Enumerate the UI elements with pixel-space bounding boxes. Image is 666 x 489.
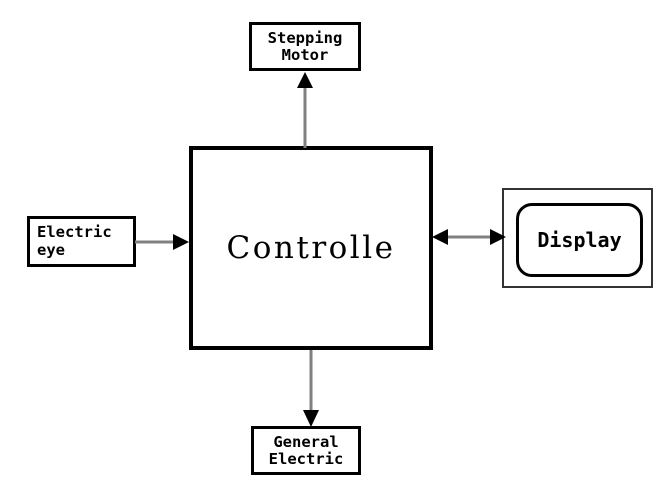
electric-eye-label-line2: eye (37, 240, 65, 259)
connector-electric-eye-to-controller (135, 232, 191, 252)
node-electric-eye[interactable]: Electric eye (27, 216, 136, 267)
general-electric-label-line2: Electric (268, 449, 344, 468)
node-stepping-motor[interactable]: Stepping Motor (249, 22, 361, 71)
connector-controller-display-bidirectional (432, 227, 506, 247)
node-general-electric[interactable]: General Electric (251, 426, 361, 475)
connector-controller-to-general-electric (301, 350, 321, 428)
general-electric-label-line1: General (273, 432, 339, 451)
node-display[interactable]: Display (516, 203, 643, 277)
node-display-frame[interactable]: Display (502, 188, 653, 288)
electric-eye-label-line1: Electric (37, 223, 112, 242)
stepping-motor-label-line1: Stepping (267, 29, 343, 48)
stepping-motor-label-line2: Motor (281, 45, 329, 64)
node-controller[interactable]: Controlle (189, 146, 433, 350)
display-label: Display (537, 228, 622, 252)
controller-label: Controlle (226, 230, 396, 266)
connector-controller-to-stepping-motor (295, 70, 315, 148)
